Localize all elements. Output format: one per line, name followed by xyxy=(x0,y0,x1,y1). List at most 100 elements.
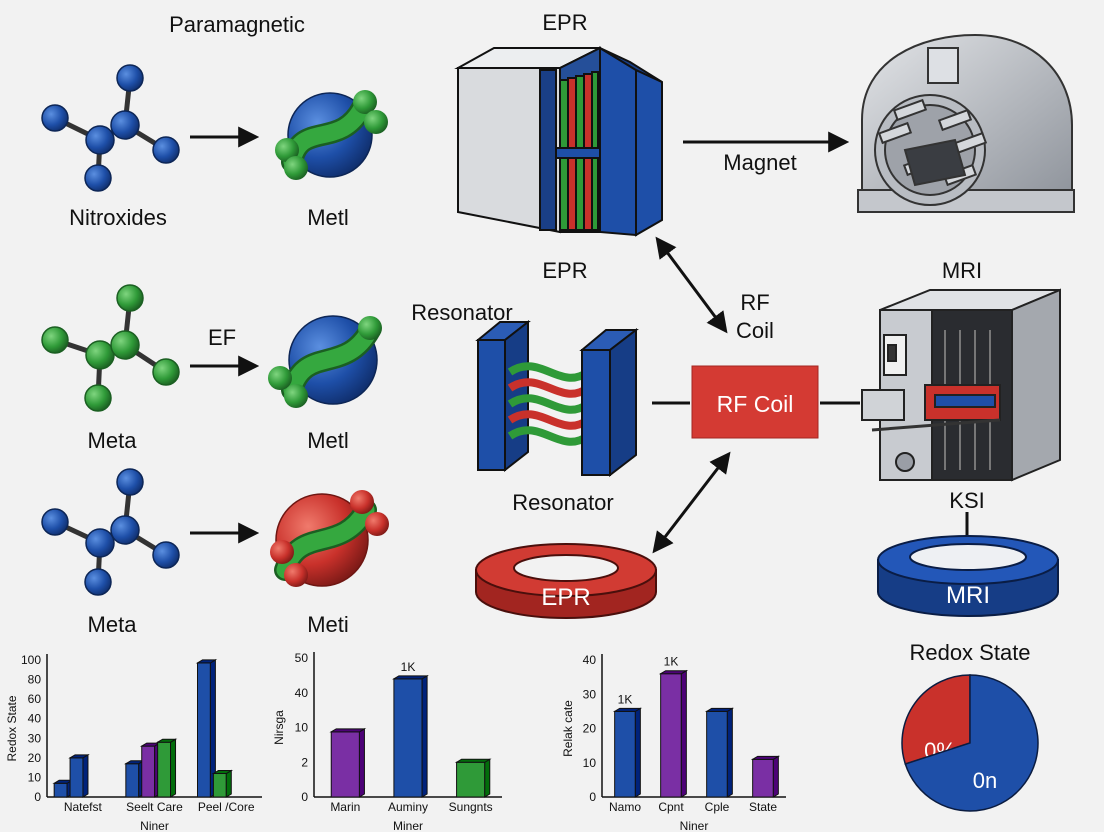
mri-scanner-icon xyxy=(857,33,1075,213)
chart-bar-side xyxy=(82,753,89,798)
y-tick-label: 60 xyxy=(28,692,42,706)
chart-bar-top xyxy=(750,755,781,760)
pie-chart: 0%0n xyxy=(901,674,1039,812)
label-mri-top: MRI xyxy=(941,258,983,283)
y-tick-label: 10 xyxy=(295,721,309,735)
chart-bar-side xyxy=(484,758,491,798)
bar-annotation: 1K xyxy=(618,692,633,706)
x-tick-label: Natefst xyxy=(64,800,103,814)
chart-bar-side xyxy=(726,707,733,798)
label-ksi: KSI xyxy=(949,488,985,513)
x-tick-label: Auminy xyxy=(388,800,428,814)
y-tick-label: 30 xyxy=(583,687,597,701)
x-tick-label: Peel /Core xyxy=(198,800,255,814)
chart-bar-side xyxy=(358,727,365,798)
chart-bar-top xyxy=(612,707,643,712)
label-epr-top: EPR xyxy=(542,10,588,35)
rf-coil-box-label: RF Coil xyxy=(717,391,794,417)
label-metl-2: Metl xyxy=(307,428,349,453)
chart-bar xyxy=(212,773,227,798)
pie-slice xyxy=(901,674,971,765)
y-tick-label: 50 xyxy=(295,651,309,665)
x-tick-label: Cple xyxy=(705,800,730,814)
x-tick-label: Marin xyxy=(330,800,360,814)
y-tick-label: 40 xyxy=(583,653,597,667)
chart-bar xyxy=(614,710,636,798)
y-tick-label: 10 xyxy=(28,770,42,784)
y-tick-label: 20 xyxy=(28,751,42,765)
chart-bar xyxy=(456,761,486,798)
chart-bar-top xyxy=(68,754,90,759)
mri-ring-label: MRI xyxy=(946,582,990,609)
label-paramagnetic: Paramagnetic xyxy=(169,12,305,37)
molecule-nitroxides-icon xyxy=(41,64,180,192)
label-rf: RF xyxy=(740,290,770,315)
chart-bar xyxy=(69,757,84,798)
chart-bar xyxy=(197,662,211,798)
label-meta-1: Meta xyxy=(87,428,137,453)
bar-annotation: 1K xyxy=(401,660,416,674)
chart-bar xyxy=(393,678,423,798)
label-resonator-2: Resonator xyxy=(512,490,614,515)
y-tick-label: 20 xyxy=(583,722,597,736)
chart-bar xyxy=(706,710,728,798)
chart-bar-side xyxy=(225,769,232,798)
chart-bar-side xyxy=(680,669,687,798)
y-axis-label: Redox State xyxy=(5,695,19,761)
y-tick-label: 80 xyxy=(28,673,42,687)
mri-cabinet-icon xyxy=(861,288,1061,482)
y-axis-label: Nirsga xyxy=(272,710,286,745)
y-tick-label: 0 xyxy=(301,790,308,804)
x-tick-label: Sungnts xyxy=(449,800,493,814)
label-magnet: Magnet xyxy=(723,150,797,175)
y-tick-label: 40 xyxy=(28,712,42,726)
metal-complex-icon xyxy=(268,315,382,408)
chart-bar xyxy=(141,745,156,798)
chart-bar-side xyxy=(634,707,641,798)
chart-bar-top xyxy=(454,758,492,763)
metal-complex-icon xyxy=(275,90,388,180)
y-tick-label: 10 xyxy=(583,756,597,770)
label-epr-mid: EPR xyxy=(542,258,588,283)
label-metl-1: Metl xyxy=(307,205,349,230)
x-tick-label: State xyxy=(749,800,777,814)
x-axis-label: Niner xyxy=(680,819,709,832)
mri-ring-icon xyxy=(877,535,1059,617)
rf-coil-box xyxy=(691,365,819,439)
epr-ring-icon xyxy=(475,543,657,619)
chart-bar xyxy=(330,731,360,798)
label-nitroxides: Nitroxides xyxy=(69,205,167,230)
chart-bar-top xyxy=(392,675,429,680)
y-tick-label: 2 xyxy=(301,755,308,769)
metal-complex-icon xyxy=(270,490,389,587)
label-redox-state: Redox State xyxy=(909,640,1031,665)
pie-slice xyxy=(904,674,1039,812)
y-axis-label: Relak cate xyxy=(561,700,575,757)
chart-bar-top xyxy=(211,770,234,775)
molecule-meta-green-icon xyxy=(41,284,180,412)
pie-slice-label: 0n xyxy=(973,768,997,793)
chart-bar-side xyxy=(772,755,779,798)
y-tick-label: 100 xyxy=(21,653,41,667)
label-coil: Coil xyxy=(736,318,774,343)
bidirectional-arrow-icon xyxy=(655,236,728,334)
chart-bar xyxy=(752,758,774,798)
label-meta-2: Meta xyxy=(87,612,137,637)
bidirectional-arrow-icon xyxy=(652,451,731,554)
resonator-icon xyxy=(475,319,639,478)
chart-bar-top xyxy=(329,728,367,733)
chart-bar xyxy=(125,763,140,798)
label-ef: EF xyxy=(207,325,237,350)
x-tick-label: Cpnt xyxy=(658,800,684,814)
chart-bar xyxy=(53,782,68,798)
label-meti: Meti xyxy=(307,612,349,637)
x-tick-label: Namo xyxy=(609,800,641,814)
chart-bar-top xyxy=(155,738,178,743)
y-tick-label: 40 xyxy=(295,686,309,700)
y-tick-label: 30 xyxy=(28,731,42,745)
